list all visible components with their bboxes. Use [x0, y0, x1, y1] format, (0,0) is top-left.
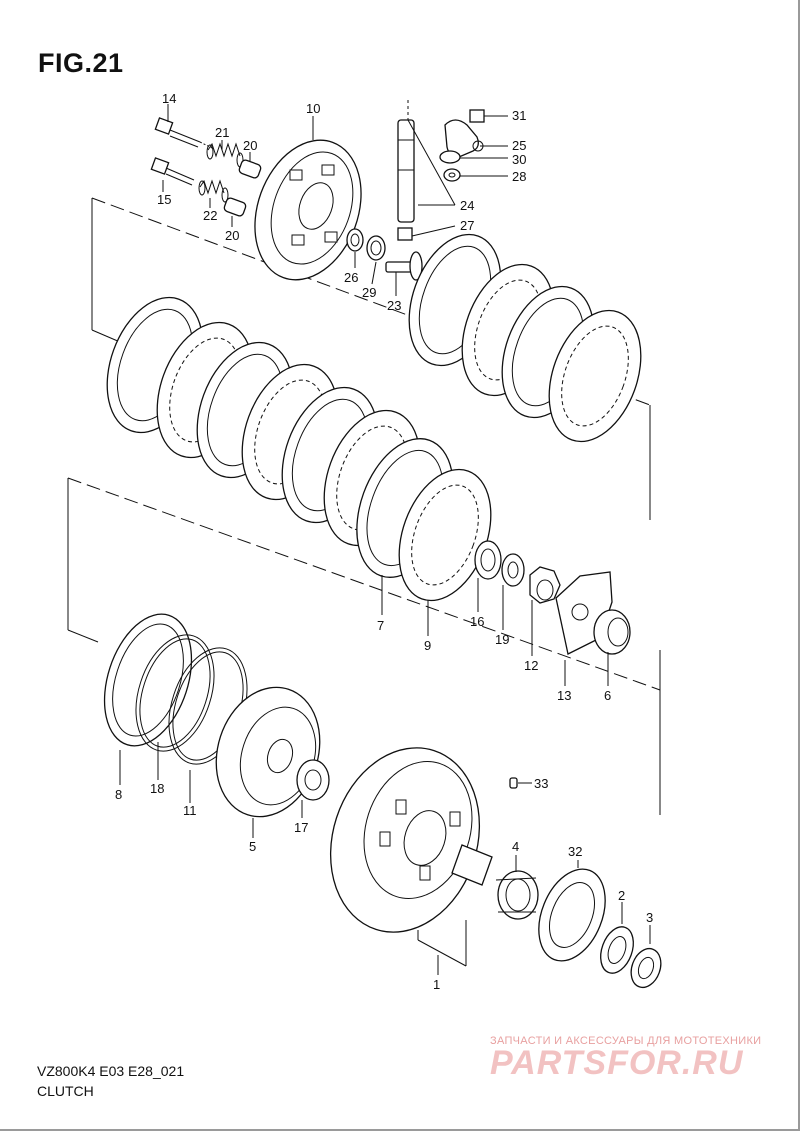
washer-part-30 [439, 150, 461, 164]
callout-7: 7 [377, 618, 384, 633]
clutch-hub-part-5 [215, 686, 321, 818]
piece-part-23 [385, 251, 423, 281]
watermark-subtitle: ЗАПЧАСТИ И АКСЕССУАРЫ ДЛЯ МОТОТЕХНИКИ [490, 1035, 762, 1047]
spacer-part-20-upper [238, 159, 262, 179]
callout-30: 30 [512, 152, 526, 167]
callout-20b: 20 [225, 228, 239, 243]
frame-border-right [798, 0, 800, 1131]
callout-18: 18 [150, 781, 164, 796]
bolt-part-15 [150, 157, 195, 186]
frame-border-bottom [0, 1129, 800, 1131]
upper-plate-set [408, 233, 642, 443]
callout-22: 22 [203, 208, 217, 223]
callout-15: 15 [157, 192, 171, 207]
callout-17: 17 [294, 820, 308, 835]
callout-29: 29 [362, 285, 376, 300]
callout-14: 14 [162, 91, 176, 106]
hub-part-12 [529, 566, 561, 604]
callout-11: 11 [183, 803, 197, 818]
washer-part-19 [501, 553, 525, 587]
spring-part-22 [198, 179, 229, 203]
callout-4: 4 [512, 839, 519, 854]
callout-19: 19 [495, 632, 509, 647]
figure-title: FIG.21 [38, 48, 124, 78]
callout-6: 6 [604, 688, 611, 703]
callout-12: 12 [524, 658, 538, 673]
spacer-part-20-lower [223, 197, 247, 217]
gear-part-32 [538, 868, 606, 962]
callout-13: 13 [557, 688, 571, 703]
watermark-logo: PARTSFOR.RU [490, 1044, 744, 1082]
callout-32: 32 [568, 844, 582, 859]
push-rod-part-24 [397, 100, 415, 241]
callout-10: 10 [306, 101, 320, 116]
callout-21: 21 [215, 125, 229, 140]
spring-part-21 [206, 142, 244, 168]
callout-16: 16 [470, 614, 484, 629]
callout-27: 27 [460, 218, 474, 233]
section-name: CLUTCH [37, 1083, 94, 1099]
washer-part-3 [630, 947, 662, 989]
callout-5: 5 [249, 839, 256, 854]
clutch-housing-part-1 [329, 747, 481, 933]
washer-part-17 [296, 759, 330, 801]
needle-bearing-part-4 [495, 870, 539, 920]
sleeve-part-inner [451, 844, 493, 886]
callout-20: 20 [243, 138, 257, 153]
callout-9: 9 [424, 638, 431, 653]
callout-25: 25 [512, 138, 526, 153]
driven-plate-part-9 [398, 468, 492, 602]
callout-26: 26 [344, 270, 358, 285]
callout-labels: 14 21 20 15 22 20 10 31 25 30 28 24 27 2… [115, 91, 653, 992]
callout-31: 31 [512, 108, 526, 123]
callout-2: 2 [618, 888, 625, 903]
bolt-part-14 [154, 117, 213, 149]
bearing-part-16 [474, 540, 502, 580]
callout-8: 8 [115, 787, 122, 802]
washer-part-2 [600, 926, 634, 974]
upper-plate-group-bracket [91, 197, 651, 520]
leader-lines [119, 104, 651, 975]
pin-part-33 [509, 777, 518, 789]
pressure-plate-part-10 [254, 139, 362, 281]
model-code: VZ800K4 E03 E28_021 [37, 1063, 185, 1079]
callout-28: 28 [512, 169, 526, 184]
callout-3: 3 [646, 910, 653, 925]
plate-part-8 [103, 613, 193, 747]
cam-part-6 [593, 609, 631, 655]
callout-23: 23 [387, 298, 401, 313]
bearing-part-29 [366, 235, 386, 261]
lower-plate-group-bracket [67, 477, 661, 815]
callout-24: 24 [460, 198, 474, 213]
callout-33: 33 [534, 776, 548, 791]
callout-1: 1 [433, 977, 440, 992]
washer-part-26 [346, 228, 364, 252]
washer-part-28 [443, 168, 461, 182]
